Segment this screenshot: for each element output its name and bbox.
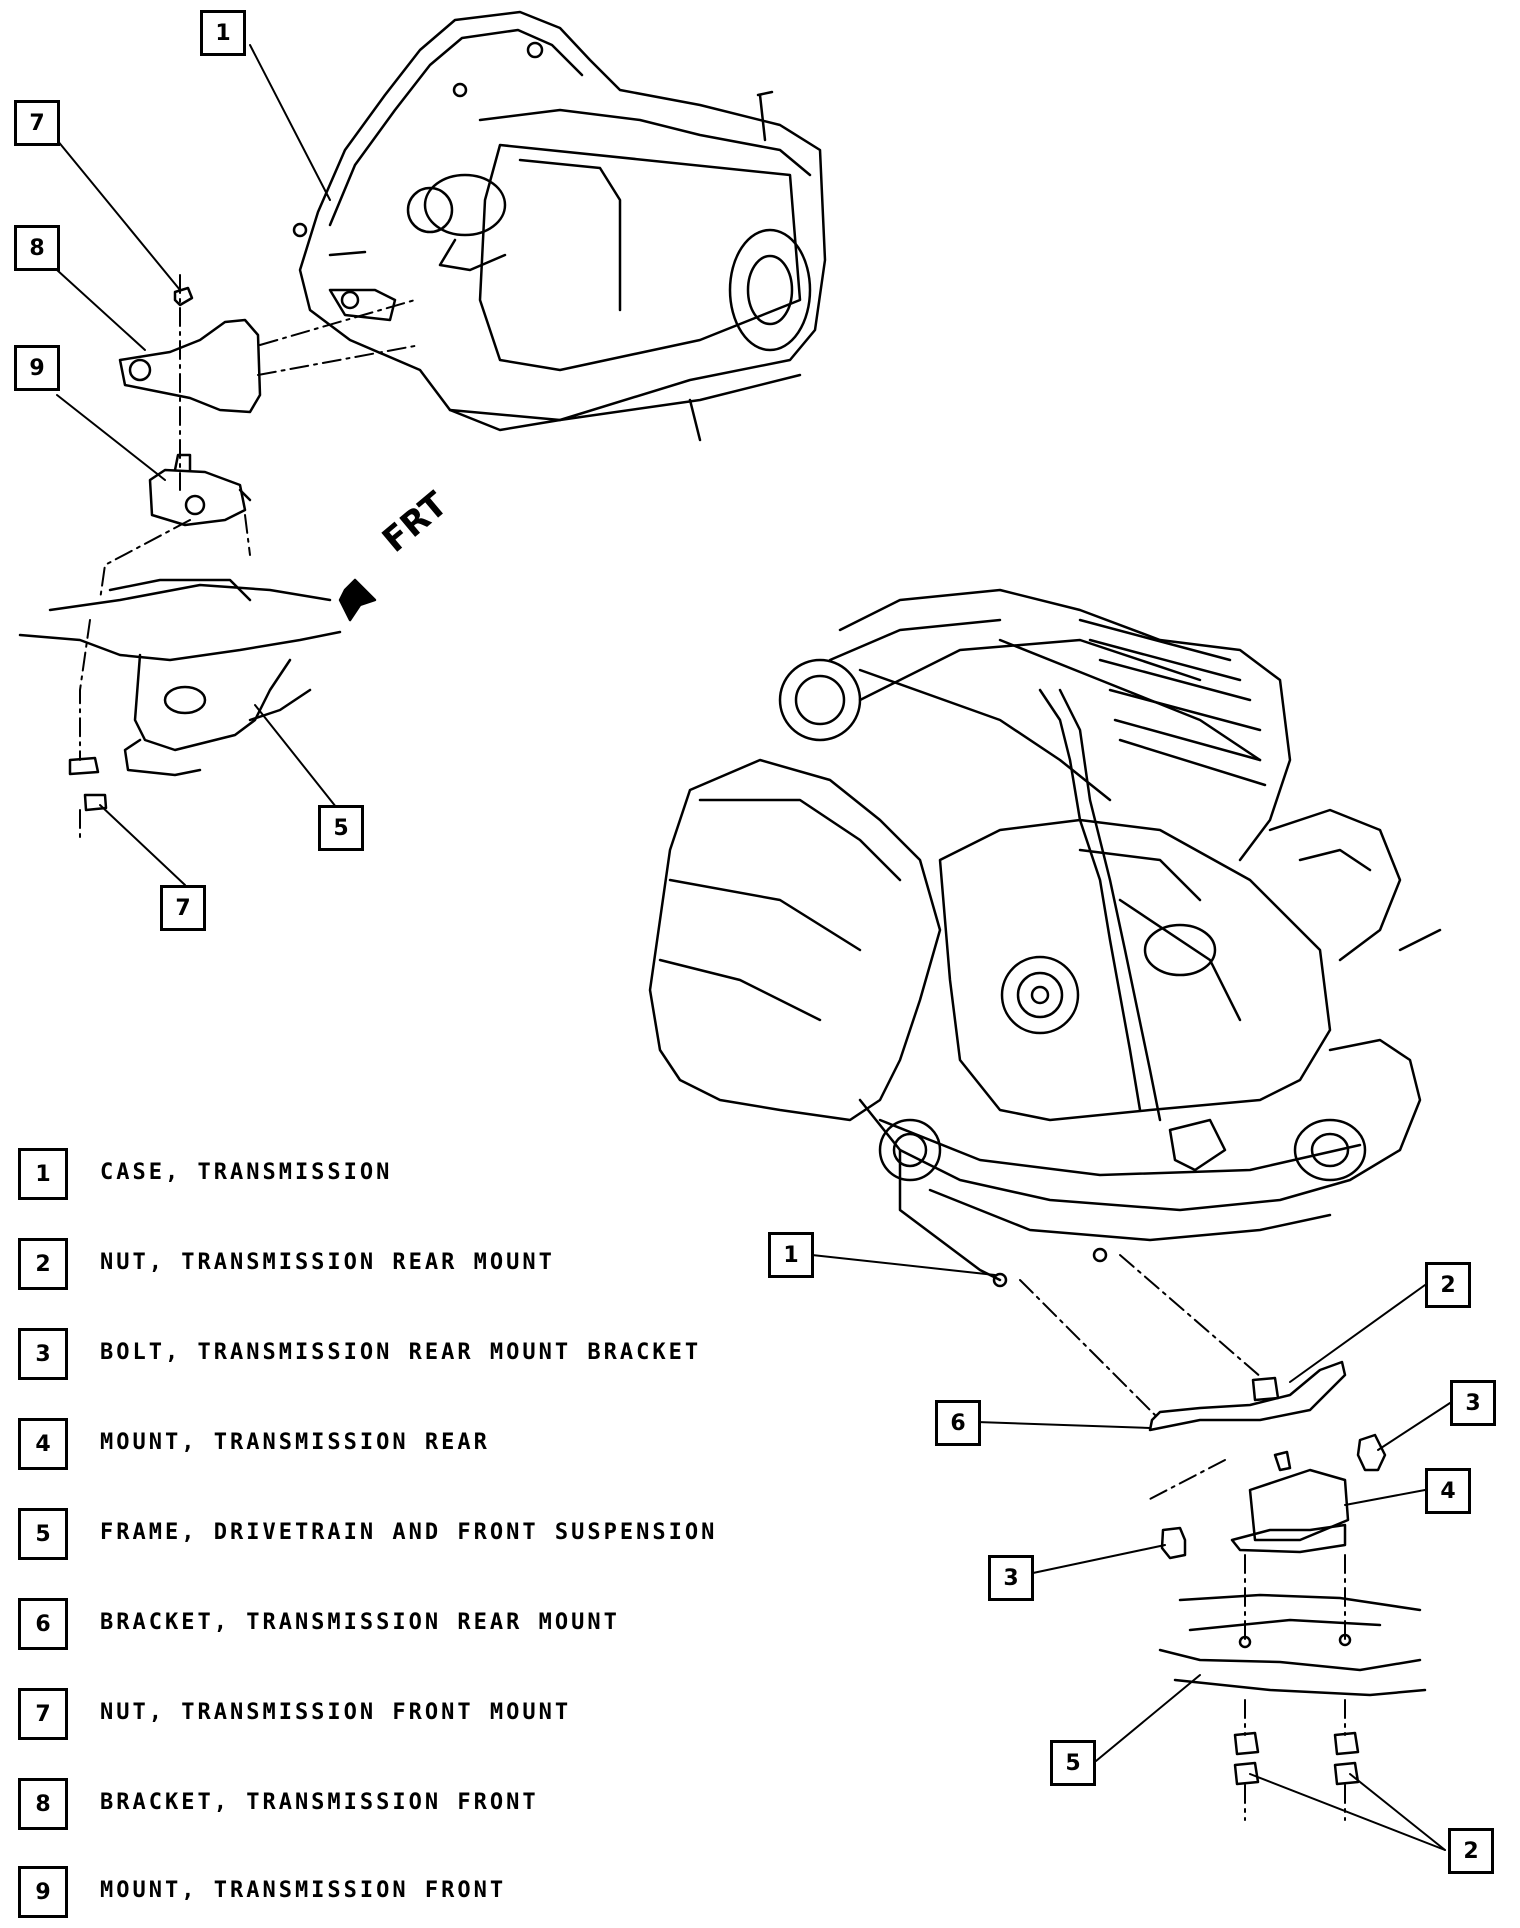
callout-case-rear-view: 1	[768, 1232, 814, 1278]
callout-rear-bolt-left: 3	[988, 1555, 1034, 1601]
rear-bracket-mount-frame	[1148, 1360, 1427, 1786]
callout-rear-frame: 5	[1050, 1740, 1096, 1786]
legend-label: NUT, TRANSMISSION FRONT MOUNT	[100, 1700, 572, 1725]
engine-and-transmission-assembly	[648, 588, 1442, 1288]
legend-number: 9	[18, 1866, 68, 1918]
callout-front-nut-lower: 7	[160, 885, 206, 931]
front-mount-alignment-lines	[79, 274, 421, 841]
callout-rear-nut-top: 2	[1425, 1262, 1471, 1308]
legend-label: BOLT, TRANSMISSION REAR MOUNT BRACKET	[100, 1340, 702, 1365]
legend-number: 8	[18, 1778, 68, 1830]
legend-number: 3	[18, 1328, 68, 1380]
callout-front-bracket: 8	[14, 225, 60, 271]
rear-view-leader-lines	[811, 1254, 1451, 1851]
callout-rear-mount: 4	[1425, 1468, 1471, 1514]
transmission-case-front-view	[292, 10, 827, 442]
callout-rear-bracket: 6	[935, 1400, 981, 1446]
callout-frame: 5	[318, 805, 364, 851]
callout-front-nut: 7	[14, 100, 60, 146]
legend-label: MOUNT, TRANSMISSION REAR	[100, 1430, 490, 1455]
front-bracket-and-mount	[18, 286, 342, 812]
legend-number: 4	[18, 1418, 68, 1470]
legend-number: 7	[18, 1688, 68, 1740]
legend-label: NUT, TRANSMISSION REAR MOUNT	[100, 1250, 555, 1275]
legend-number: 6	[18, 1598, 68, 1650]
rear-mount-alignment-lines	[1019, 1254, 1346, 1821]
legend-number: 1	[18, 1148, 68, 1200]
callout-rear-nuts-bottom: 2	[1448, 1828, 1494, 1874]
legend-label: BRACKET, TRANSMISSION FRONT	[100, 1790, 539, 1815]
legend-number: 5	[18, 1508, 68, 1560]
callout-rear-bolt-right: 3	[1450, 1380, 1496, 1426]
legend-number: 2	[18, 1238, 68, 1290]
front-view-leader-lines	[56, 44, 341, 886]
callout-case: 1	[200, 10, 246, 56]
callout-front-mount: 9	[14, 345, 60, 391]
front-direction-arrow	[338, 578, 377, 622]
legend-label: MOUNT, TRANSMISSION FRONT	[100, 1878, 507, 1903]
legend-label: BRACKET, TRANSMISSION REAR MOUNT	[100, 1610, 620, 1635]
legend-label: CASE, TRANSMISSION	[100, 1160, 393, 1185]
legend-label: FRAME, DRIVETRAIN AND FRONT SUSPENSION	[100, 1520, 718, 1545]
